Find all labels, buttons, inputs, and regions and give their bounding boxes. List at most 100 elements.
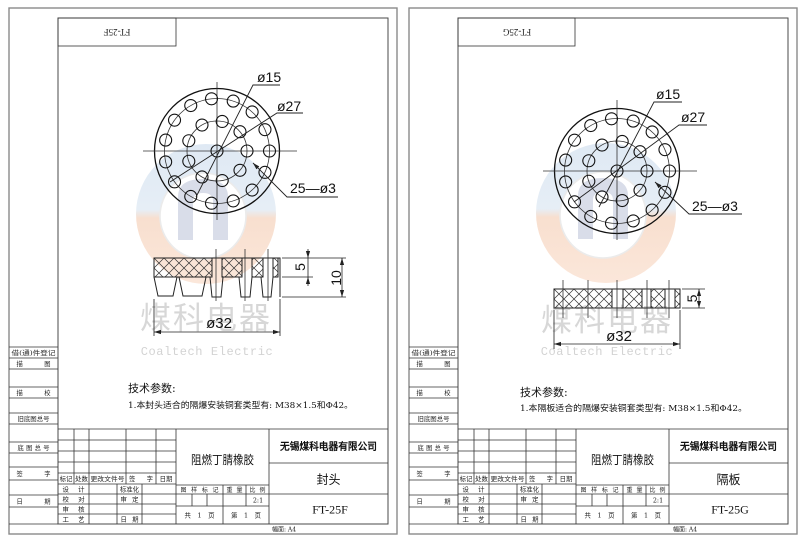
hole bbox=[204, 196, 219, 210]
hole bbox=[584, 209, 598, 224]
leader-hole-callout bbox=[252, 162, 338, 198]
hole bbox=[610, 164, 624, 178]
hole bbox=[233, 125, 247, 139]
extension-lines bbox=[153, 257, 346, 336]
approval-review: 审 核 bbox=[463, 504, 486, 513]
hole bbox=[559, 153, 573, 167]
title-block-grid bbox=[458, 428, 788, 524]
watermark-en-text: Coaltech Electric bbox=[541, 345, 674, 359]
rev-header-date: 日期 bbox=[560, 475, 573, 483]
side-label-date: 日 期 bbox=[417, 498, 451, 506]
outer-diameter-label: ø32 bbox=[606, 328, 632, 345]
total-sheets: 共 1 页 bbox=[585, 511, 615, 520]
side-label-old-base-no: 旧底图总号 bbox=[18, 414, 50, 423]
outer-border bbox=[8, 7, 398, 535]
prop-header-weight: 重量 bbox=[227, 486, 243, 494]
corner-code-frame bbox=[57, 17, 177, 47]
prop-header-drawing-mark: 图样标记 bbox=[581, 486, 619, 494]
hole bbox=[662, 164, 677, 178]
hole bbox=[604, 216, 619, 230]
tech-note-item: 1.本隔板适合的隔爆安装铜套类型有: M38×1.5和Φ42。 bbox=[520, 403, 747, 414]
approval-design: 设 计 bbox=[463, 484, 486, 493]
watermark: 煤科电器 Coaltech Electric bbox=[136, 144, 276, 359]
hole bbox=[226, 94, 240, 108]
side-label-borrow-register: 借(通)件登记 bbox=[12, 348, 57, 357]
tech-note-item: 1.本封头适合的隔爆安装铜套类型有: M38×1.5和Φ42。 bbox=[128, 400, 353, 411]
hole-callout-label: 25—ø3 bbox=[290, 180, 336, 196]
company-name: 无锡煤科电器有限公司 bbox=[279, 440, 377, 453]
hole bbox=[258, 123, 272, 137]
prop-header-drawing-mark: 图样标记 bbox=[181, 486, 219, 494]
hole bbox=[167, 113, 182, 127]
hatched-segment bbox=[251, 257, 264, 278]
hole bbox=[626, 214, 640, 228]
hole bbox=[182, 154, 196, 168]
leader-hole-callout bbox=[654, 181, 742, 215]
hole bbox=[595, 190, 609, 204]
hole bbox=[615, 193, 629, 208]
hole bbox=[604, 112, 619, 126]
side-label-old-base-no: 旧底图总号 bbox=[418, 414, 450, 423]
hole bbox=[258, 165, 272, 179]
rev-header-count: 处数 bbox=[475, 474, 488, 483]
sheet-number: 第 1 页 bbox=[231, 511, 261, 520]
total-thickness-label: 10 bbox=[328, 270, 344, 286]
hole bbox=[182, 134, 196, 148]
prop-header-scale: 比例 bbox=[650, 486, 666, 494]
hole bbox=[240, 144, 254, 158]
side-label-trace-check: 描 校 bbox=[17, 388, 52, 397]
thickness-label: 5 bbox=[684, 294, 700, 302]
hole bbox=[626, 114, 640, 128]
drawing-sheet-ft-25f: 煤科电器 Coaltech Electric FT-25F ø15 bbox=[0, 0, 400, 541]
center-cross bbox=[143, 82, 297, 220]
hole bbox=[584, 118, 598, 133]
tech-notes-heading: 技术参数: bbox=[128, 381, 176, 395]
total-sheets: 共 1 页 bbox=[185, 511, 215, 520]
side-label-tracing: 描 图 bbox=[417, 359, 451, 368]
hatched-segment bbox=[153, 257, 213, 278]
part-code: FT-25G bbox=[711, 503, 749, 517]
side-label-tracing: 描 图 bbox=[17, 359, 51, 368]
corner-code-frame bbox=[457, 17, 576, 47]
prop-header-scale: 比例 bbox=[250, 486, 266, 494]
rev-header-mark: 标记 bbox=[460, 474, 473, 483]
rev-header-date: 日期 bbox=[160, 475, 173, 483]
title-block: 标记 处数 更改文件号 签 字 日期 设 计 标准化 校 对 审 定 审 核 工… bbox=[58, 428, 388, 524]
section-outline bbox=[153, 257, 281, 298]
approval-review: 审 核 bbox=[63, 504, 86, 513]
approval-date: 日 期 bbox=[521, 515, 539, 523]
side-block: 借(通)件登记 描 图 描 校 旧底图总号 底图总号 签 字 日 期 bbox=[409, 346, 458, 525]
tech-notes: 技术参数: 1.本隔板适合的隔爆安装铜套类型有: M38×1.5和Φ42。 bbox=[520, 385, 747, 414]
scale-value: 2:1 bbox=[253, 497, 263, 505]
hole bbox=[262, 144, 277, 158]
rev-header-mark: 标记 bbox=[60, 474, 73, 483]
leader-inner-pitch bbox=[598, 101, 682, 208]
corner-code-box: FT-25F bbox=[57, 17, 177, 47]
plan-view: ø15 ø27 25—ø3 bbox=[143, 69, 338, 220]
leader-outer-pitch bbox=[573, 124, 707, 203]
side-label-base-no: 底图总号 bbox=[18, 443, 50, 452]
hatched-segment bbox=[221, 257, 243, 278]
part-name: 封头 bbox=[317, 472, 341, 487]
hatched-segment bbox=[674, 288, 681, 309]
outer-border bbox=[408, 7, 798, 535]
hole bbox=[245, 105, 259, 119]
watermark-en-text: Coaltech Electric bbox=[141, 345, 274, 359]
hole-pattern bbox=[159, 92, 277, 210]
hole bbox=[184, 98, 198, 113]
hole bbox=[233, 163, 247, 177]
hole bbox=[640, 164, 654, 178]
side-label-trace-check: 描 校 bbox=[417, 388, 452, 397]
tech-notes: 技术参数: 1.本封头适合的隔爆安装铜套类型有: M38×1.5和Φ42。 bbox=[128, 381, 353, 411]
approval-approve: 审 定 bbox=[121, 494, 140, 503]
side-block-grid bbox=[9, 346, 58, 525]
sheet-svg: 煤科电器 Coaltech Electric FT-25G ø15 ø27 bbox=[408, 7, 798, 535]
rev-header-signature: 签 字 bbox=[529, 474, 553, 483]
hole bbox=[195, 118, 209, 132]
side-label-signature: 签 字 bbox=[17, 469, 51, 478]
inner-pitch-label: ø15 bbox=[257, 69, 281, 85]
section-view: 5 10 ø32 bbox=[153, 249, 346, 336]
hole bbox=[567, 195, 582, 209]
hole bbox=[167, 175, 182, 189]
